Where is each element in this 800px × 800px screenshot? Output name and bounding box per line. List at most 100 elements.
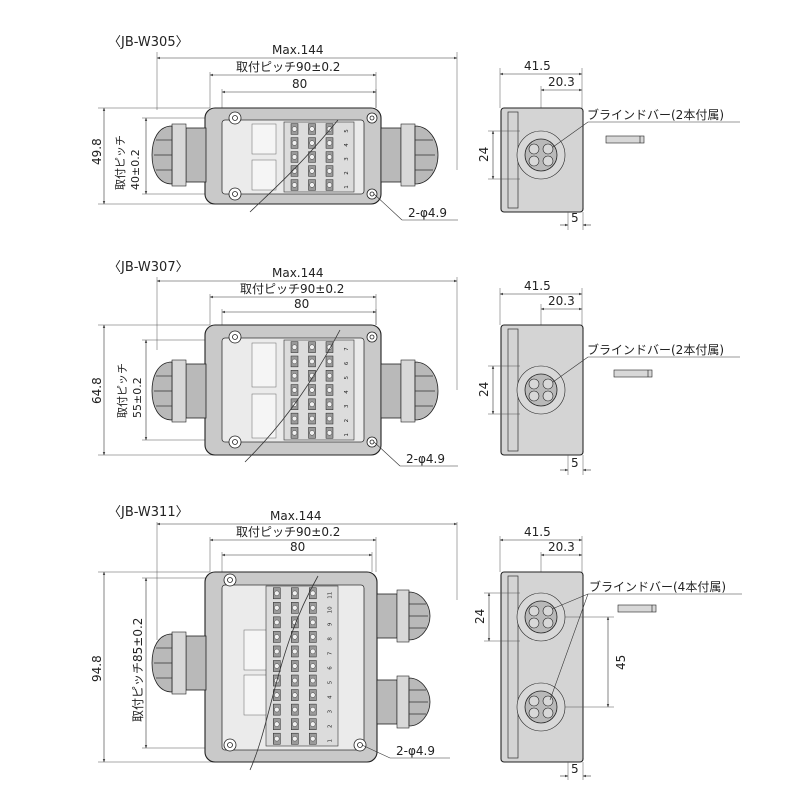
terminal-screw-head xyxy=(292,736,298,742)
cable-gland-icon xyxy=(380,359,439,423)
terminal-screw-head xyxy=(326,358,333,365)
dim-height-pitch-label: 取付ピッチ xyxy=(116,363,129,418)
terminal-screw-head xyxy=(310,692,316,698)
blind-bar-note: ブラインドバー(2本付属) xyxy=(587,342,724,357)
terminal-number: 2 xyxy=(328,724,334,728)
dim-max-width: Max.144 xyxy=(270,509,322,523)
dim-gland: 24 xyxy=(477,382,491,397)
dim-height-pitch-label: 取付ピッチ xyxy=(114,135,127,190)
terminal-screw-head xyxy=(274,648,280,655)
dim-bottom: 5 xyxy=(571,211,579,225)
terminal-screw-head xyxy=(309,154,315,160)
terminal-screw-head xyxy=(291,415,298,422)
model-title: 〈JB-W305〉 xyxy=(108,35,189,50)
terminal-screw-head xyxy=(310,721,316,727)
terminal-screw-head xyxy=(309,182,315,188)
terminal-screw-head xyxy=(310,619,316,625)
dim-max-width: Max.144 xyxy=(272,43,324,57)
terminal-screw-head xyxy=(326,140,333,146)
terminal-screw-head xyxy=(292,721,298,727)
terminal-number: 5 xyxy=(344,129,350,133)
terminal-screw-head xyxy=(292,648,298,655)
dim-hole: 2-φ4.9 xyxy=(408,206,447,220)
blind-bar-icon xyxy=(617,604,657,613)
terminal-number: 8 xyxy=(328,637,334,641)
terminal-screw-head xyxy=(274,634,280,640)
terminal-number: 9 xyxy=(328,622,334,626)
dim-depth-half: 20.3 xyxy=(548,540,575,554)
terminal-screw-head xyxy=(309,430,315,436)
dim-gland-spacing: 45 xyxy=(614,655,628,670)
terminal-screw-head xyxy=(310,677,316,684)
terminal-screw-head xyxy=(310,707,316,713)
terminal-screw-head xyxy=(310,634,316,640)
cable-gland-icon xyxy=(151,631,207,695)
terminal-screw-head xyxy=(274,663,280,669)
terminal-screw-head xyxy=(310,663,316,669)
terminal-screw-head xyxy=(326,373,333,379)
terminal-number: 6 xyxy=(344,361,350,365)
terminal-screw-head xyxy=(310,590,316,596)
terminal-screw-head xyxy=(326,154,333,160)
terminal-screw-head xyxy=(292,692,298,698)
junction-box-side: 41.5 20.3 24 45 5 xyxy=(473,525,742,780)
terminal-number: 5 xyxy=(344,375,350,379)
terminal-screw-head xyxy=(309,358,315,365)
terminal-screw-head xyxy=(291,344,298,350)
terminal-screw-head xyxy=(309,401,315,407)
terminal-screw-head xyxy=(309,387,315,393)
dim-inner-width: 80 xyxy=(292,77,307,91)
terminal-screw-head xyxy=(274,590,280,596)
blind-bar-icon xyxy=(613,369,653,378)
dim-depth-half: 20.3 xyxy=(548,75,575,89)
dim-height-pitch-value: 55±0.2 xyxy=(131,377,144,418)
terminal-screw-head xyxy=(291,358,298,365)
dim-height: 49.8 xyxy=(90,138,104,165)
terminal-number: 4 xyxy=(344,390,350,394)
top-dimensions: Max.144 取付ピッチ90±0.2 80 xyxy=(156,266,458,390)
terminal-screw-head xyxy=(291,182,298,188)
dim-height-pitch: 取付ピッチ85±0.2 xyxy=(131,618,145,722)
terminal-screw-head xyxy=(309,415,315,422)
terminal-screw-head xyxy=(292,707,298,713)
terminal-number: 7 xyxy=(328,651,334,655)
mounting-hole-icon xyxy=(228,330,378,449)
terminal-number: 2 xyxy=(344,419,350,423)
height-dimensions: 49.8 取付ピッチ 40±0.2 xyxy=(90,107,226,205)
terminal-screw-head xyxy=(326,182,333,188)
terminal-screw-head xyxy=(310,648,316,655)
dim-height: 94.8 xyxy=(90,655,104,682)
blind-bar-icon xyxy=(605,135,645,144)
dim-gland: 24 xyxy=(477,147,491,162)
terminal-screw-head xyxy=(309,140,315,146)
terminal-number: 4 xyxy=(328,695,334,699)
terminal-screw-head xyxy=(291,126,298,132)
mounting-hole-icon xyxy=(223,573,367,752)
terminal-number: 1 xyxy=(344,185,350,189)
junction-box-side: 41.5 20.3 24 5 ブラインドバー(2本付属) xyxy=(477,279,740,475)
terminal-number: 1 xyxy=(344,433,350,437)
dim-bottom: 5 xyxy=(571,762,579,776)
terminal-number: 7 xyxy=(344,347,350,351)
terminal-number: 10 xyxy=(328,606,334,613)
dim-mount-pitch: 取付ピッチ90±0.2 xyxy=(240,282,344,296)
dim-depth: 41.5 xyxy=(524,525,551,539)
terminal-screw-head xyxy=(326,387,333,393)
dim-height-pitch-value: 40±0.2 xyxy=(129,149,142,190)
model-jb-w311: 〈JB-W311〉 Max.144 取付ピッチ90±0.2 80 94.8 取付… xyxy=(90,505,742,780)
terminal-screw-head xyxy=(309,168,315,174)
cable-gland-icon xyxy=(151,359,207,423)
terminal-screw-head xyxy=(310,605,316,611)
model-title: 〈JB-W307〉 xyxy=(108,260,189,275)
dim-depth: 41.5 xyxy=(524,59,551,73)
terminal-number: 3 xyxy=(344,157,350,161)
terminal-screw-head xyxy=(309,126,315,132)
terminal-screw-head xyxy=(291,373,298,379)
terminal-screw-head xyxy=(292,663,298,669)
